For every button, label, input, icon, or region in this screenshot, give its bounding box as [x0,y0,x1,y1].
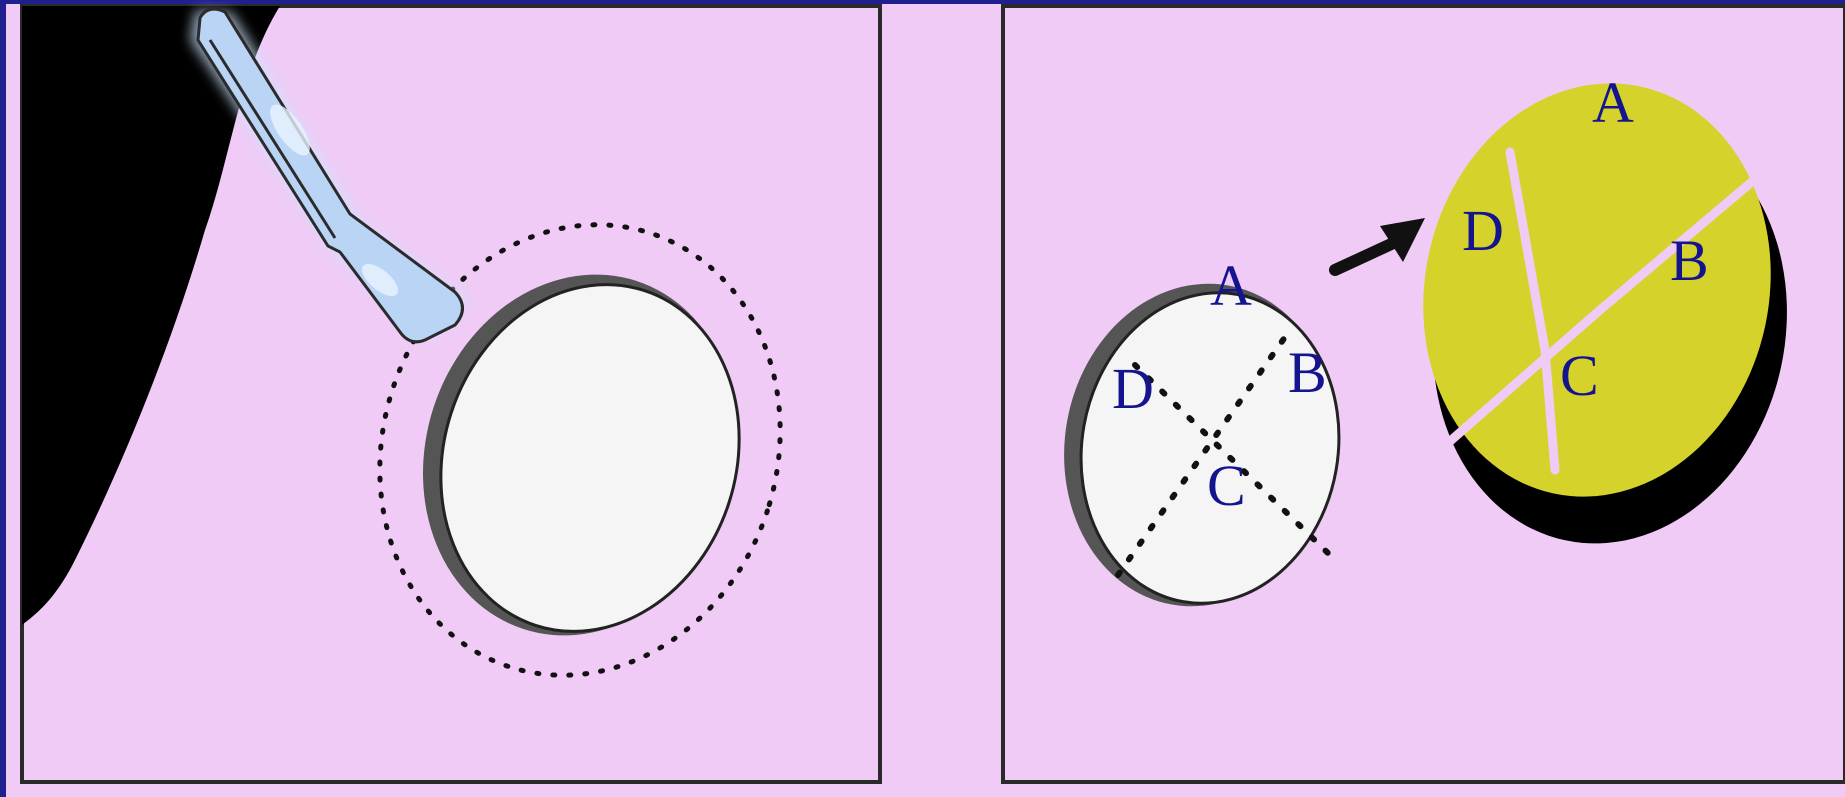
cut-disc-label-b: B [1670,228,1709,293]
disc-label-c: C [1207,453,1246,518]
disc-label-b: B [1288,340,1327,405]
cut-disc-label-a: A [1592,70,1634,135]
disc-label-d: D [1112,356,1154,421]
cut-disc-label-d: D [1462,198,1504,263]
disc-label-a: A [1210,253,1252,318]
cut-disc-label-c: C [1560,343,1599,408]
